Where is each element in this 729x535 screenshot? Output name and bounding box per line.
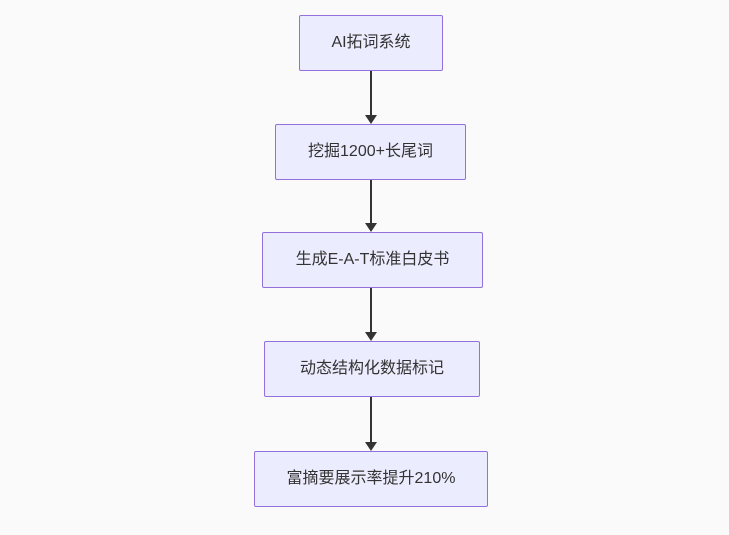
arrow-line xyxy=(370,71,372,115)
node-label: 挖掘1200+长尾词 xyxy=(308,143,433,161)
node-label: 富摘要展示率提升210% xyxy=(286,470,456,488)
node-label: AI拓词系统 xyxy=(331,34,411,52)
flowchart-edge-1 xyxy=(365,71,377,124)
arrow-head-icon xyxy=(365,332,377,341)
flowchart-edge-4 xyxy=(365,397,377,451)
arrow-line xyxy=(370,180,372,223)
arrow-head-icon xyxy=(365,442,377,451)
flowchart-node-ai-system: AI拓词系统 xyxy=(299,15,443,71)
flowchart-edge-2 xyxy=(365,180,377,232)
flowchart-node-structured-data: 动态结构化数据标记 xyxy=(264,341,480,397)
node-label: 生成E-A-T标准白皮书 xyxy=(295,251,450,269)
flowchart-node-longtail-mining: 挖掘1200+长尾词 xyxy=(275,124,466,180)
arrow-line xyxy=(370,288,372,332)
flowchart-node-rich-snippet-result: 富摘要展示率提升210% xyxy=(254,451,488,507)
arrow-head-icon xyxy=(365,115,377,124)
arrow-head-icon xyxy=(365,223,377,232)
flowchart-edge-3 xyxy=(365,288,377,341)
flowchart-node-eat-whitepaper: 生成E-A-T标准白皮书 xyxy=(262,232,483,288)
node-label: 动态结构化数据标记 xyxy=(299,360,444,378)
arrow-line xyxy=(370,397,372,442)
